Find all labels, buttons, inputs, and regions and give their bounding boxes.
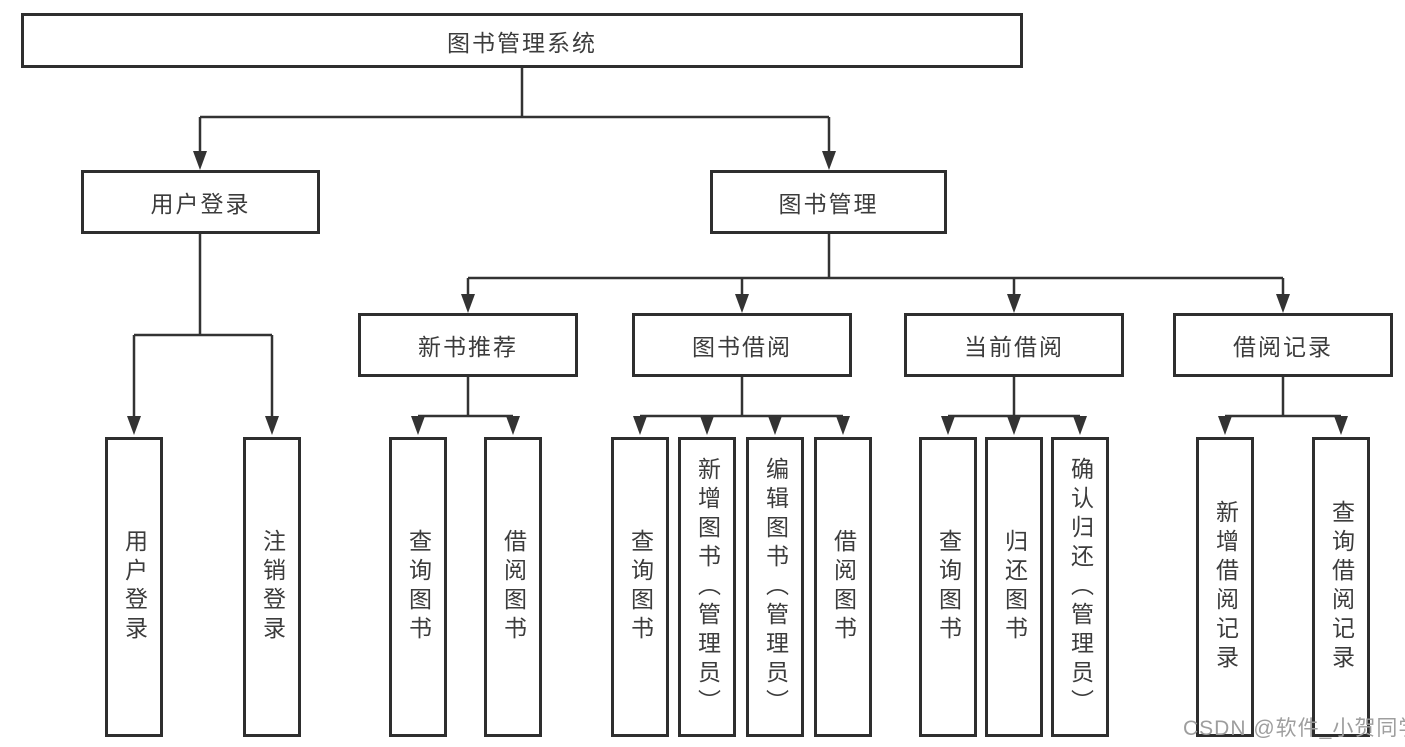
node-book-borrowing: 图书借阅 — [632, 313, 852, 377]
node-label: 当前借阅 — [964, 334, 1064, 360]
node-label: 确认归还（管理员） — [1067, 456, 1094, 718]
node-label: 图书管理 — [778, 191, 879, 217]
node-label: 图书管理系统 — [447, 29, 597, 56]
node-label: 借阅图书 — [830, 529, 857, 645]
node-label: 用户登录 — [121, 529, 148, 645]
node-label: 用户登录 — [150, 191, 251, 217]
leaf-query-books-current: 查询图书 — [919, 437, 977, 737]
node-label: 新增图书（管理员） — [694, 456, 721, 718]
connector-borrow-records-to-leaves — [1223, 377, 1343, 419]
leaf-add-borrow-record: 新增借阅记录 — [1196, 437, 1254, 737]
connector-current-borrow-to-leaves — [946, 377, 1082, 419]
csdn-watermark: CSDN @软件_小贺同学 — [1183, 717, 1405, 740]
connector-book-mgmt-to-level2 — [466, 234, 1285, 296]
node-user-login: 用户登录 — [81, 170, 320, 234]
node-label: 查询图书 — [627, 529, 654, 645]
leaf-query-books-newbook: 查询图书 — [389, 437, 447, 737]
node-label: 编辑图书（管理员） — [762, 456, 789, 718]
node-book-management: 图书管理 — [710, 170, 947, 234]
node-label: 注销登录 — [259, 529, 286, 645]
connector-new-book-to-leaves — [416, 377, 515, 419]
node-library-management-system: 图书管理系统 — [21, 13, 1023, 68]
node-label: 借阅记录 — [1233, 334, 1333, 360]
leaf-add-book-admin: 新增图书（管理员） — [678, 437, 736, 737]
node-label: 新书推荐 — [418, 334, 518, 360]
node-new-book-recommendation: 新书推荐 — [358, 313, 578, 377]
node-label: 新增借阅记录 — [1212, 500, 1239, 674]
leaf-borrow-books-borrow: 借阅图书 — [814, 437, 872, 737]
leaf-return-books: 归还图书 — [985, 437, 1043, 737]
connector-book-borrow-to-leaves — [638, 377, 845, 419]
leaf-logout: 注销登录 — [243, 437, 301, 737]
node-borrowing-records: 借阅记录 — [1173, 313, 1393, 377]
leaf-edit-book-admin: 编辑图书（管理员） — [746, 437, 804, 737]
leaf-query-books-borrow: 查询图书 — [611, 437, 669, 737]
node-label: 图书借阅 — [692, 334, 792, 360]
leaf-borrow-books-newbook: 借阅图书 — [484, 437, 542, 737]
connector-root-to-level1 — [198, 68, 831, 153]
node-label: 查询图书 — [935, 529, 962, 645]
node-current-borrowing: 当前借阅 — [904, 313, 1124, 377]
node-label: 查询图书 — [405, 529, 432, 645]
leaf-query-borrow-record: 查询借阅记录 — [1312, 437, 1370, 737]
connector-user-login-to-leaves — [132, 234, 274, 419]
leaf-user-login: 用户登录 — [105, 437, 163, 737]
node-label: 归还图书 — [1001, 529, 1028, 645]
node-label: 借阅图书 — [500, 529, 527, 645]
leaf-confirm-return-admin: 确认归还（管理员） — [1051, 437, 1109, 737]
node-label: 查询借阅记录 — [1328, 500, 1355, 674]
